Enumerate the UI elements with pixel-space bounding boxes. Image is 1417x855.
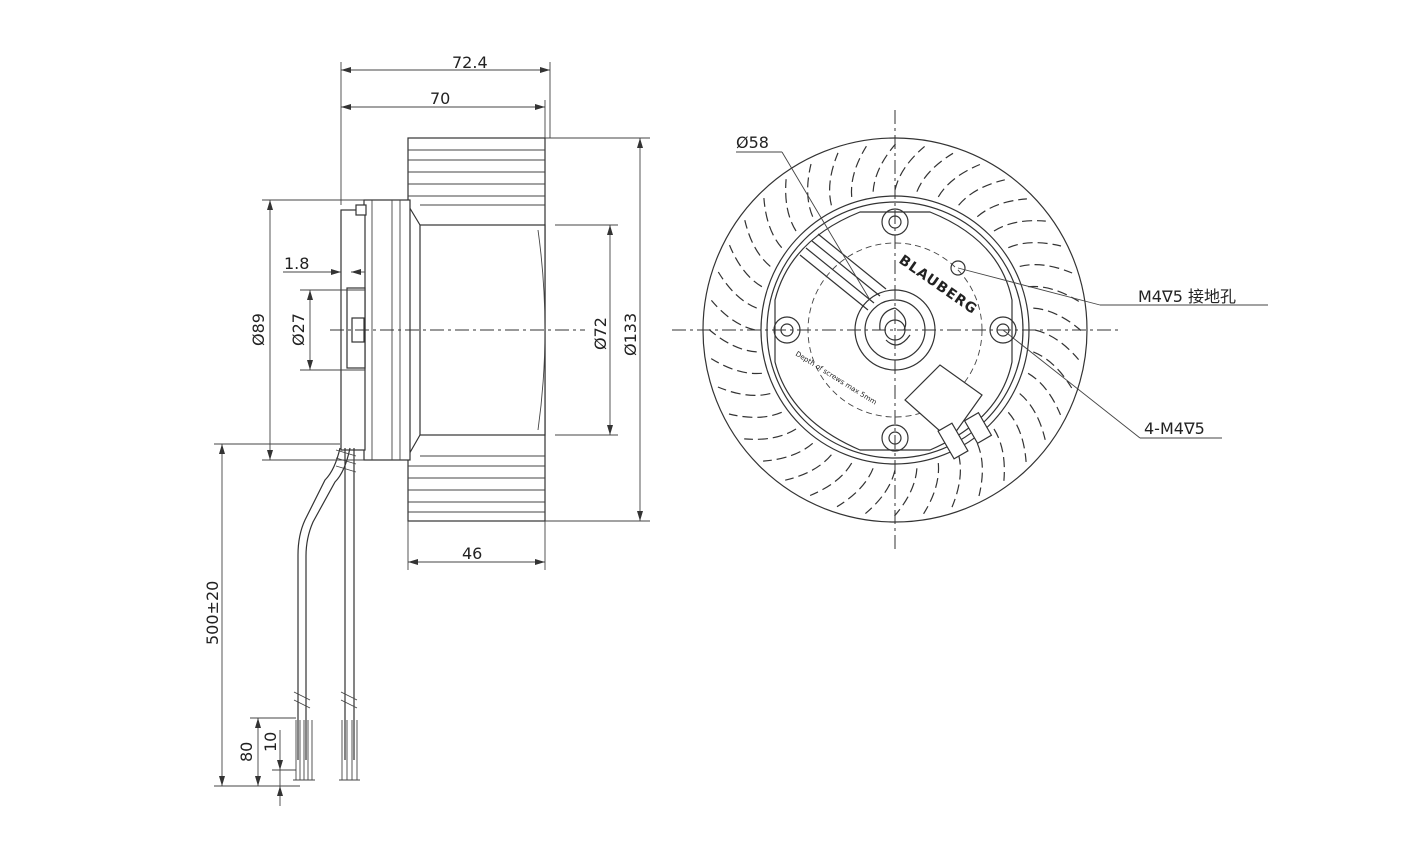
callout-ground-hole: M4∇5 接地孔 (1138, 287, 1236, 306)
impeller-blade (717, 386, 771, 396)
impeller-blade (951, 454, 961, 508)
impeller-blade (1019, 264, 1073, 274)
impeller-blade (976, 443, 983, 497)
impeller-blade (1007, 411, 1027, 462)
cable-left-outer (297, 447, 341, 760)
impeller-blade (865, 469, 896, 515)
blade-lines-bottom (408, 455, 545, 513)
impeller-blade (850, 145, 867, 197)
dim-strip-80: 80 (237, 742, 256, 762)
impeller-blade (728, 244, 763, 288)
impeller-blade (785, 179, 797, 232)
impeller-blade (916, 152, 954, 192)
impeller-blade (1034, 329, 1080, 360)
dim-strip-10: 10 (261, 732, 280, 752)
side-arrowheads (219, 67, 643, 796)
impeller-blade (807, 163, 814, 217)
boss-tab-top (355, 204, 367, 216)
impeller-blade (1033, 351, 1073, 389)
impeller-blade (763, 442, 814, 462)
hub-swirl (879, 307, 911, 346)
screw-note: Depth of screws max 5mm (794, 350, 878, 407)
impeller-blade (708, 329, 757, 353)
impeller-blade (717, 271, 757, 309)
dim-motor-diameter: Ø89 (249, 313, 268, 346)
impeller-blade (710, 358, 762, 375)
wire-ends-right (339, 720, 360, 781)
ground-hole (950, 260, 966, 276)
impeller-blade (763, 198, 783, 249)
impeller-blade (744, 428, 797, 440)
impeller-blade (1033, 307, 1082, 331)
impeller-blade (993, 428, 1005, 481)
side-dimension-lines (214, 62, 650, 806)
impeller-blade (1008, 242, 1062, 249)
dim-cable-length: 500±20 (203, 581, 222, 645)
impeller-blade (1028, 285, 1080, 302)
impeller-blade (1019, 393, 1046, 440)
impeller-blade (836, 468, 874, 508)
dim-housing-depth: 70 (430, 89, 450, 108)
impeller-blade (923, 463, 940, 515)
impeller-blade (993, 220, 1046, 232)
blade-lines-top (408, 149, 545, 206)
impeller-blade (1027, 372, 1062, 416)
connector-box (904, 364, 983, 441)
impeller-blade (829, 152, 839, 206)
dim-flange-thickness: 1.8 (284, 254, 309, 273)
impeller-blade (809, 462, 853, 497)
connector-tab-b (963, 411, 993, 445)
dim-blade-width: 46 (462, 544, 482, 563)
impeller-blade (744, 220, 771, 267)
front-view: BLAUBERG Depth of screws max 5mm (672, 110, 1118, 552)
impeller-blades (708, 143, 1082, 517)
impeller-blade (894, 145, 925, 191)
dim-hub-diameter: Ø27 (289, 313, 308, 346)
front-leaders (736, 151, 1268, 439)
dim-pitch-circle: Ø58 (736, 133, 769, 152)
dim-overall-depth: 72.4 (452, 53, 488, 72)
dim-rotor-diameter: Ø72 (591, 317, 610, 350)
impeller-blade (872, 143, 896, 192)
brand-label: BLAUBERG (896, 252, 980, 318)
impeller-blade (728, 411, 782, 418)
impeller-blade (894, 468, 918, 517)
impeller-blade (785, 454, 832, 481)
wire-ends-left (293, 720, 315, 781)
motor-plate (774, 211, 1013, 451)
callout-mounting-holes: 4-M4∇5 (1144, 419, 1205, 438)
side-view (293, 137, 585, 781)
cable-bundle (799, 233, 887, 311)
impeller-blade (710, 300, 756, 331)
cup-curve (537, 229, 546, 431)
impeller-blade (958, 179, 1005, 206)
impeller-blade (937, 163, 981, 198)
impeller-blade (976, 198, 1027, 218)
connector-tab-a (937, 422, 969, 460)
dim-impeller-diameter: Ø133 (621, 313, 640, 356)
cable-left-inner (305, 447, 351, 760)
cable-ties (293, 449, 358, 709)
